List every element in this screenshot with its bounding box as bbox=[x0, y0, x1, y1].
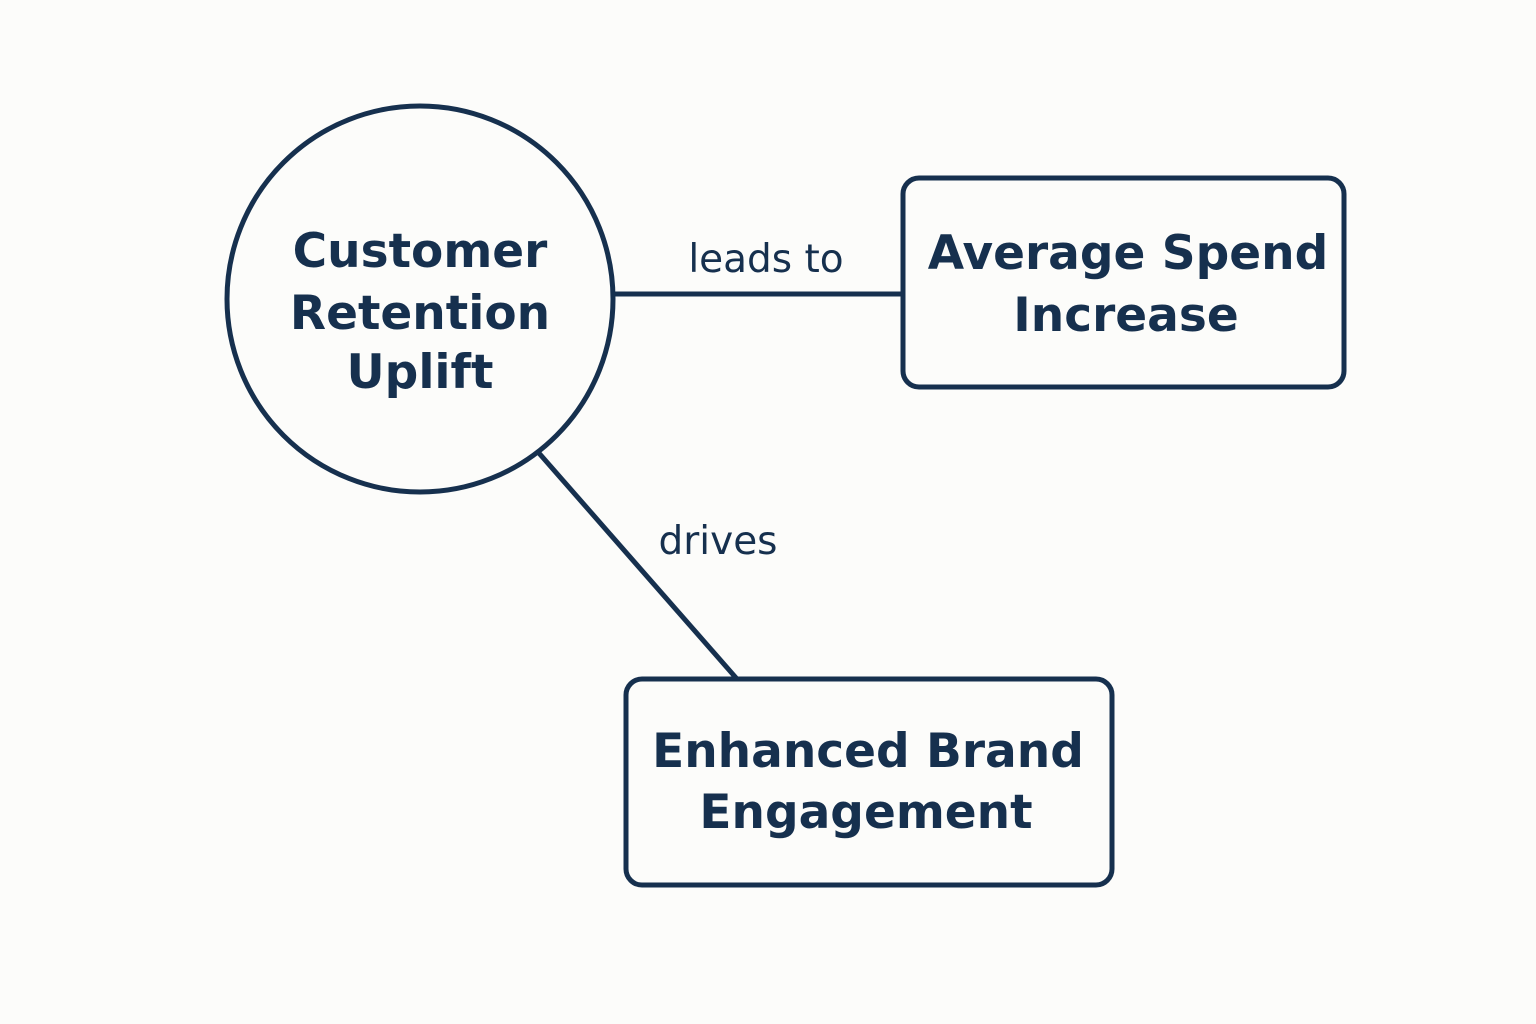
node-spend-box bbox=[900, 175, 1347, 390]
edge-drives-label: drives bbox=[658, 519, 777, 564]
node-spend-line-2: Increase bbox=[1013, 288, 1238, 343]
node-spend-line-1: Average Spend bbox=[928, 226, 1328, 281]
node-retention-circle bbox=[224, 103, 616, 495]
node-engagement-box bbox=[623, 676, 1115, 888]
node-retention-line-3: Uplift bbox=[347, 345, 494, 400]
node-retention-line-1: Customer bbox=[293, 224, 549, 279]
node-enhanced-brand-engagement: Enhanced Brand Engagement bbox=[623, 676, 1115, 888]
node-engagement-line-1: Enhanced Brand bbox=[652, 724, 1084, 779]
node-average-spend-increase: Average Spend Increase bbox=[900, 175, 1347, 390]
edge-leads-to-label: leads to bbox=[688, 237, 843, 282]
node-engagement-line-2: Engagement bbox=[699, 785, 1032, 840]
node-customer-retention-uplift: Customer Retention Uplift bbox=[224, 103, 616, 495]
node-retention-line-2: Retention bbox=[290, 286, 550, 341]
edge-drives-line bbox=[536, 450, 739, 681]
